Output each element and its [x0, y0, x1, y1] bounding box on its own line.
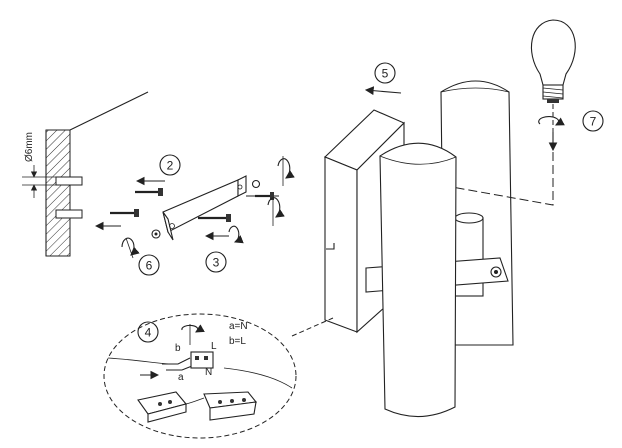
step-2-badge: 2	[159, 154, 181, 176]
svg-text:7: 7	[590, 115, 597, 129]
direction-arrow-icon	[364, 86, 402, 96]
dimension-label: Ø6mm	[24, 132, 35, 162]
step-6-badge: 6	[138, 254, 160, 276]
wall-section: Ø6mm	[22, 91, 149, 257]
step-4-badge: 4	[137, 321, 159, 343]
screwdriver-rotation-icon	[267, 197, 285, 226]
wire-label-b: b	[175, 343, 181, 354]
connector-left	[137, 391, 187, 423]
wall-hole-lower	[55, 209, 83, 219]
wall-hole-upper	[55, 176, 83, 186]
screwdriver-rotation-icon	[228, 225, 244, 244]
svg-text:3: 3	[213, 256, 220, 270]
screwdriver-rotation-icon	[277, 156, 295, 186]
screw	[135, 188, 163, 196]
wire-label-a: a	[178, 372, 184, 383]
legend-live: b=L	[229, 336, 246, 347]
terminal-label-l: L	[211, 341, 217, 352]
wiring-detail: a=N b=L b a L N	[103, 313, 334, 439]
step-3-badge: 3	[205, 251, 227, 273]
svg-text:2: 2	[167, 159, 174, 173]
svg-text:6: 6	[146, 259, 153, 273]
nut	[251, 179, 261, 189]
screwdriver-rotation-icon	[121, 237, 140, 259]
light-bulb	[531, 19, 576, 103]
svg-text:5: 5	[382, 67, 389, 81]
svg-text:4: 4	[145, 326, 152, 340]
legend-neutral: a=N	[229, 321, 248, 332]
connector-right	[203, 391, 258, 421]
step-7-badge: 7	[582, 110, 604, 132]
step-2-screws	[94, 176, 165, 231]
step-5-badge: 5	[374, 62, 396, 84]
screw	[110, 209, 139, 217]
mounting-bracket	[151, 175, 279, 241]
bulb-rotation-icon	[538, 116, 565, 126]
terminal-label-n: N	[205, 367, 212, 378]
screwdriver-rotation-icon	[181, 324, 205, 345]
front-lamp-shade	[379, 142, 457, 418]
terminal-block	[190, 351, 214, 369]
